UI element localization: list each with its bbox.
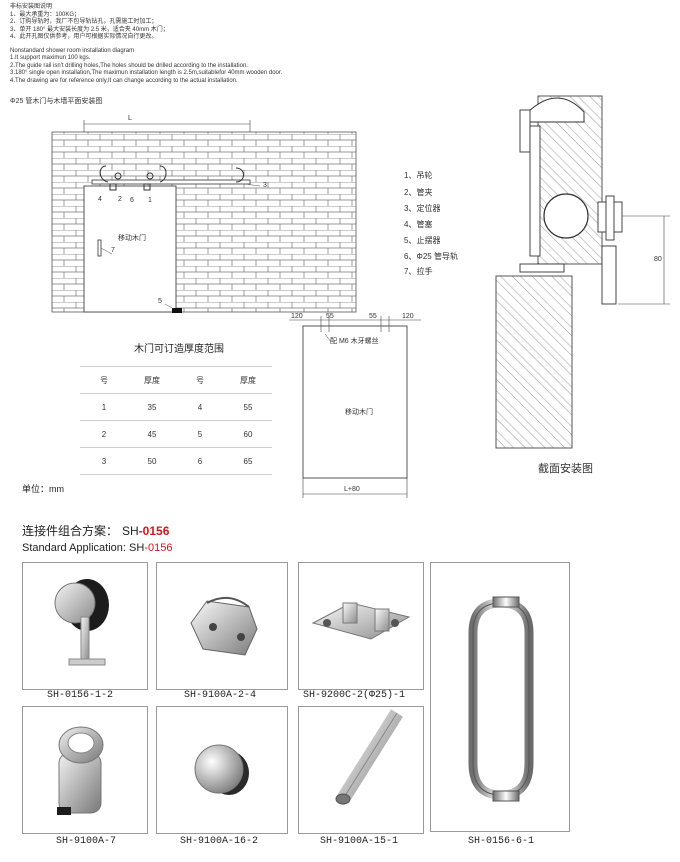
table-header-row: 号 厚度 号 厚度	[80, 366, 272, 394]
notes-en-line: 4.The drawing are for reference only,It …	[10, 77, 238, 84]
dim-L-label: L	[128, 115, 132, 122]
callout-1: 1	[148, 197, 152, 204]
pull-handle-icon	[468, 596, 534, 802]
swing-stopper-icon	[57, 726, 104, 815]
table-cell: 1	[80, 393, 128, 421]
callout-6: 6	[130, 197, 134, 204]
door-dim-4: 120	[402, 313, 414, 320]
tube-clamp-icon	[190, 596, 258, 656]
section-dim-80: 80	[654, 256, 662, 263]
table-cell: 50	[128, 447, 176, 475]
table-cell: 45	[128, 420, 176, 448]
application-en-label: Standard Application: SH-0156	[22, 542, 172, 554]
table-header-cell: 号	[80, 366, 128, 394]
table-row: 2 45 5 60	[80, 420, 272, 448]
door-front-drawing	[289, 316, 421, 498]
table-cell: 2	[80, 420, 128, 448]
application-en-text: Standard Application:	[22, 542, 130, 554]
product-card[interactable]	[298, 706, 424, 834]
legend-item-2: 2、管夹	[404, 188, 433, 197]
notes-en-line: 2.The guide rail isn't drilling holes,Th…	[10, 62, 248, 69]
section-title: 截面安装图	[538, 463, 593, 475]
thickness-table-title: 木门可订造厚度范围	[134, 344, 224, 355]
door-dim-1: 120	[291, 313, 303, 320]
product-code: SH-0156-1-2	[47, 690, 114, 701]
product-card[interactable]	[430, 562, 570, 832]
callout-7: 7	[111, 247, 115, 254]
legend-item-6: 6、Φ25 管导轨	[404, 252, 458, 261]
notes-block: 非标安装图说明 1、最大承重为：100KG； 2、订购导轨时，我厂不包导轨钻孔，…	[10, 4, 430, 85]
callout-3: 3	[263, 182, 267, 189]
door-width-label: L+80	[344, 486, 360, 493]
product-code: SH-9100A-15-1	[320, 836, 399, 847]
notes-title-cn: 非标安装图说明	[10, 4, 53, 10]
door-front-label: 移动木门	[345, 409, 373, 416]
callout-4: 4	[98, 196, 102, 203]
door-dim-2: 55	[326, 313, 334, 320]
guide-rail-tube-icon	[335, 709, 403, 805]
product-code: SH-9100A-16-2	[180, 836, 259, 847]
notes-cn-line: 2、订购导轨时，我厂不包导轨钻孔，孔需施工时加工；	[10, 19, 158, 25]
application-code-prefix: SH	[122, 524, 139, 538]
notes-en-line: 1.It support maximun 100 kgs.	[10, 55, 91, 61]
locator-icon	[311, 602, 411, 640]
table-row: 1 35 4 55	[80, 393, 272, 421]
application-code-suffix: -0156	[138, 524, 170, 538]
callout-2: 2	[118, 196, 122, 203]
tube-plug-icon	[194, 744, 249, 795]
door-dim-3: 55	[369, 313, 377, 320]
product-code: SH-0156-6-1	[468, 836, 535, 847]
product-card[interactable]	[298, 562, 424, 690]
application-cn-label: 连接件组合方案：SH-0156	[22, 522, 169, 539]
table-cell: 3	[80, 447, 128, 475]
table-row: 3 50 6 65	[80, 447, 272, 475]
legend-item-4: 4、管塞	[404, 220, 433, 229]
notes-cn-line: 3、单开 180° 最大安装长度为 2.5 米，适合夹 40mm 木门；	[10, 26, 169, 33]
notes-title-en: Nonstandard shower room installation dia…	[10, 47, 135, 54]
table-cell: 55	[224, 393, 272, 421]
legend-item-3: 3、定位器	[404, 204, 441, 213]
product-card[interactable]	[156, 562, 288, 690]
notes-cn-line: 1、最大承重为：100KG；	[10, 11, 81, 18]
legend-item-1: 1、吊轮	[404, 171, 433, 180]
table-header-cell: 号	[176, 366, 224, 394]
application-en-code-prefix: SH	[129, 542, 145, 554]
notes-en-line: 3.180° single open installation,The maxi…	[10, 70, 283, 76]
thickness-table: 号 厚度 号 厚度 1 35 4 55 2 45 5 60 3 50 6 65	[80, 366, 272, 475]
table-cell: 35	[128, 393, 176, 421]
product-card[interactable]	[156, 706, 288, 834]
table-cell: 4	[176, 393, 224, 421]
roller-wheel-icon	[54, 579, 109, 666]
table-cell: 6	[176, 447, 224, 475]
product-card[interactable]	[22, 562, 148, 690]
table-header-cell: 厚度	[224, 366, 272, 394]
elevation-title: Φ25 管木门与木墙平面安装图	[10, 98, 103, 105]
callout-5: 5	[158, 298, 162, 305]
elevation-drawing	[51, 120, 357, 313]
legend-item-7: 7、拉手	[404, 267, 433, 276]
table-cell: 5	[176, 420, 224, 448]
bolt-note: 配 M6 木牙螺丝	[330, 338, 379, 345]
elevation-door-label: 移动木门	[118, 235, 146, 242]
application-en-code-suffix: -0156	[144, 542, 173, 554]
legend-item-5: 5、止摆器	[404, 236, 441, 245]
table-cell: 60	[224, 420, 272, 448]
product-code: SH-9100A-7	[56, 836, 117, 847]
notes-cn-line: 4、此开孔图仅供参考，用户可根据实际情况自行更改。	[10, 34, 158, 40]
section-drawing	[495, 95, 670, 449]
application-cn-text: 连接件组合方案：	[22, 524, 119, 538]
table-header-cell: 厚度	[128, 366, 176, 394]
unit-label: 单位：mm	[22, 484, 64, 494]
table-cell: 65	[224, 447, 272, 475]
product-card[interactable]	[22, 706, 148, 834]
product-code: SH-9200C-2(Φ25)-1	[303, 690, 406, 701]
product-code: SH-9100A-2-4	[184, 690, 257, 701]
